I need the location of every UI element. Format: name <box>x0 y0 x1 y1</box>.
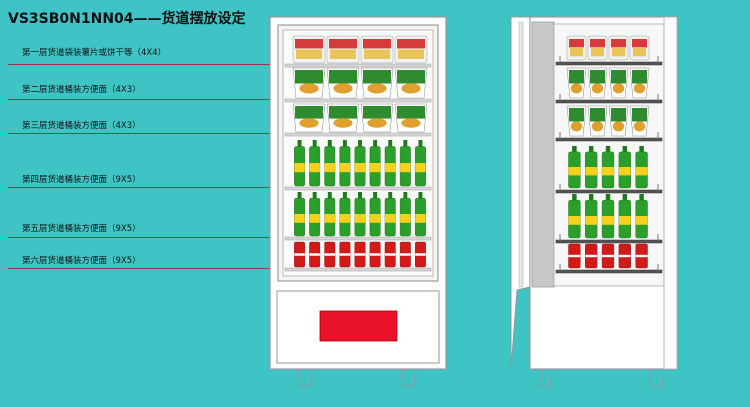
noodles-item <box>293 104 325 132</box>
front-left-leg <box>298 369 312 386</box>
cola-can-item <box>585 244 597 268</box>
cola-can-item <box>385 242 395 267</box>
noodles-item <box>630 68 649 98</box>
noodles-item <box>588 68 607 98</box>
front-shelf <box>285 237 431 240</box>
noodles-item <box>630 106 649 136</box>
front-shelf <box>285 187 431 190</box>
green-bottle-item <box>355 192 365 236</box>
green-bottle-item <box>294 192 304 236</box>
side-shelf <box>556 240 662 243</box>
green-bottle-item <box>309 140 319 186</box>
chips-item <box>609 36 628 60</box>
side-shelf <box>556 138 662 141</box>
cola-can-item <box>415 242 425 267</box>
front-shelf <box>285 99 431 102</box>
green-bottle-item <box>355 140 365 186</box>
green-bottle-item <box>619 194 631 238</box>
side-back-panel <box>664 17 677 369</box>
green-bottle-item <box>636 194 648 238</box>
green-bottle-item <box>385 140 395 186</box>
cola-can-item <box>568 244 580 268</box>
side-shelf <box>556 100 662 103</box>
green-bottle-item <box>370 192 380 236</box>
noodles-item <box>395 68 427 98</box>
red-display-panel <box>320 311 397 341</box>
cola-can-item <box>340 242 350 267</box>
chips-item <box>567 36 586 60</box>
green-bottle-item <box>385 192 395 236</box>
cola-can-item <box>294 242 304 267</box>
noodles-item <box>327 68 359 98</box>
green-bottle-item <box>340 192 350 236</box>
green-bottle-item <box>415 192 425 236</box>
noodles-item <box>609 68 628 98</box>
green-bottle-item <box>294 140 304 186</box>
front-view <box>270 17 446 386</box>
chips-item <box>588 36 607 60</box>
front-shelf <box>285 64 431 67</box>
noodles-item <box>293 68 325 98</box>
front-right-leg <box>402 369 416 386</box>
chips-item <box>361 36 393 63</box>
cola-can-item <box>370 242 380 267</box>
cola-can-item <box>619 244 631 268</box>
chips-item <box>327 36 359 63</box>
green-bottle-item <box>568 146 580 188</box>
side-view <box>511 17 677 387</box>
cola-can-item <box>602 244 614 268</box>
green-bottle-item <box>636 146 648 188</box>
side-shelf <box>556 190 662 193</box>
green-bottle-item <box>325 192 335 236</box>
side-inner-wall <box>532 22 554 287</box>
cola-can-item <box>309 242 319 267</box>
noodles-item <box>361 104 393 132</box>
door-hinge <box>519 22 523 287</box>
green-bottle-item <box>400 192 410 236</box>
cola-can-item <box>355 242 365 267</box>
front-shelf <box>285 133 431 136</box>
green-bottle-item <box>602 146 614 188</box>
noodles-item <box>567 106 586 136</box>
green-bottle-item <box>619 146 631 188</box>
green-bottle-item <box>415 140 425 186</box>
noodles-item <box>609 106 628 136</box>
green-bottle-item <box>400 140 410 186</box>
green-bottle-item <box>340 140 350 186</box>
side-left-leg <box>540 369 552 387</box>
green-bottle-item <box>602 194 614 238</box>
green-bottle-item <box>370 140 380 186</box>
noodles-item <box>361 68 393 98</box>
green-bottle-item <box>568 194 580 238</box>
side-right-leg <box>650 369 664 387</box>
noodles-item <box>567 68 586 98</box>
cola-can-item <box>636 244 648 268</box>
chips-item <box>293 36 325 63</box>
cola-can-item <box>400 242 410 267</box>
noodles-item <box>327 104 359 132</box>
side-shelf <box>556 270 662 273</box>
green-bottle-item <box>309 192 319 236</box>
chips-item <box>395 36 427 63</box>
noodles-item <box>395 104 427 132</box>
noodles-item <box>588 106 607 136</box>
cola-can-item <box>325 242 335 267</box>
front-shelf <box>285 268 431 271</box>
green-bottle-item <box>585 194 597 238</box>
green-bottle-item <box>585 146 597 188</box>
green-bottle-item <box>325 140 335 186</box>
chips-item <box>630 36 649 60</box>
side-shelf <box>556 62 662 65</box>
